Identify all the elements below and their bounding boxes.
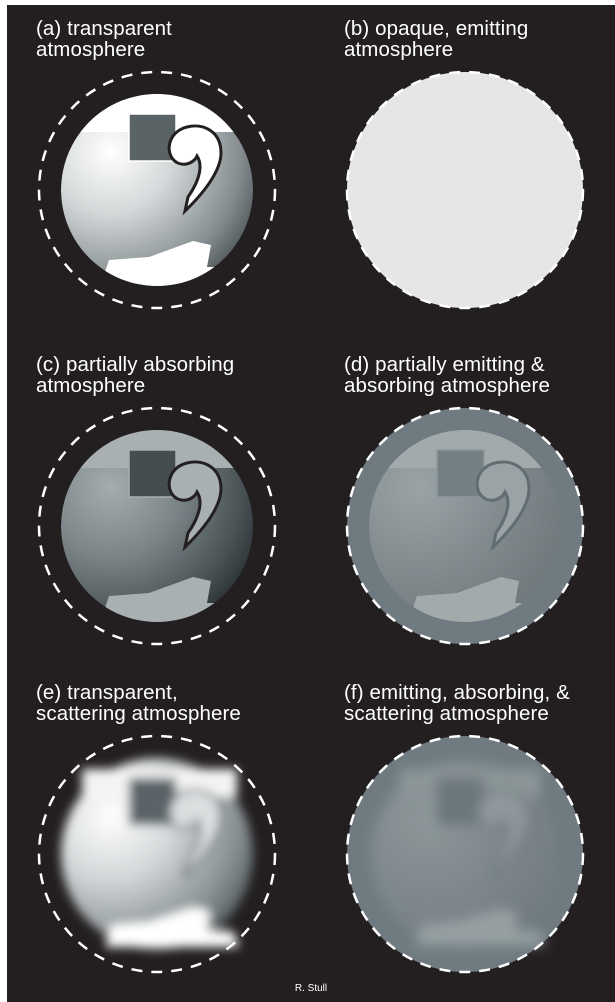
emitting-absorbing-planet-illustration — [345, 406, 585, 646]
panel-label-b: (b) opaque, emitting atmosphere — [344, 17, 529, 61]
author-credit: R. Stull — [294, 983, 328, 994]
panel-b-opaque: (b) opaque, emitting atmosphere — [315, 5, 615, 335]
panel-label-c: (c) partially absorbing atmosphere — [36, 353, 235, 397]
dashed-outline — [37, 734, 277, 974]
southern-continent — [415, 909, 545, 945]
southern-continent — [105, 907, 239, 947]
dashed-outline — [345, 734, 585, 974]
panel-label-e: (e) transparent, scattering atmosphere — [36, 681, 241, 725]
scattering-planet-illustration — [37, 734, 277, 974]
cloud-swirl — [167, 124, 223, 216]
transparent-planet-illustration — [37, 70, 277, 310]
panel-e-scattering: (e) transparent, scattering atmosphere — [7, 669, 307, 999]
panel-f-emitting-absorbing-scattering: (f) emitting, absorbing, & scattering at… — [315, 669, 615, 999]
blurred-planet — [371, 760, 559, 948]
panel-c-absorbing: (c) partially absorbing atmosphere — [7, 341, 307, 671]
blurred-planet — [61, 758, 253, 950]
panel-label-f: (f) emitting, absorbing, & scattering at… — [344, 681, 570, 725]
opaque-planet-illustration — [345, 70, 585, 310]
figure-panel: (a) transparent atmosphere (b — [7, 5, 615, 1002]
cloud-swirl — [475, 788, 531, 880]
panel-label-d: (d) partially emitting & absorbing atmos… — [344, 353, 550, 397]
absorbing-planet-illustration — [37, 406, 277, 646]
dashed-outline — [345, 406, 585, 646]
opaque-atmosphere-disk — [347, 72, 583, 308]
dashed-outline — [345, 70, 585, 310]
cloud-swirl — [475, 460, 531, 552]
panel-a-transparent: (a) transparent atmosphere — [7, 5, 307, 335]
cloud-swirl — [167, 460, 223, 552]
dashed-outline — [37, 70, 277, 310]
cloud-swirl — [167, 788, 223, 880]
panel-d-emitting-absorbing: (d) partially emitting & absorbing atmos… — [315, 341, 615, 671]
dashed-outline — [37, 406, 277, 646]
panel-label-a: (a) transparent atmosphere — [36, 17, 172, 61]
combined-planet-illustration — [345, 734, 585, 974]
